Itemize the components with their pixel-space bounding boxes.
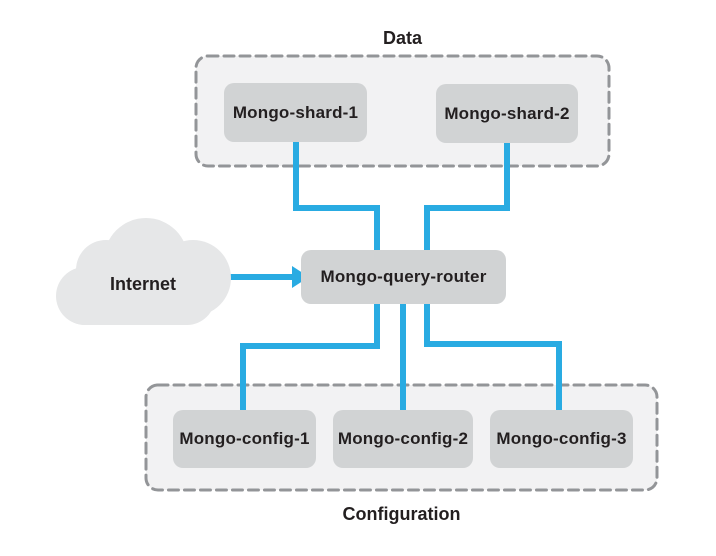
config-node-2: Mongo-config-2 — [333, 410, 473, 468]
configuration-group-label: Configuration — [342, 504, 461, 524]
data-group-label: Data — [382, 28, 422, 48]
shard-node-2: Mongo-shard-2 — [436, 84, 578, 143]
connector-router-config3 — [424, 298, 562, 414]
internet-cloud-icon — [56, 218, 231, 325]
query-router-node: Mongo-query-router — [301, 250, 506, 304]
connector-router-config1 — [240, 298, 380, 414]
connector-shard2-router — [424, 143, 510, 256]
shard-node-1: Mongo-shard-1 — [224, 83, 367, 142]
internet-label: Internet — [109, 274, 176, 294]
connector-shard1-router — [293, 141, 380, 256]
arrow-right-icon — [219, 266, 309, 288]
config-node-3: Mongo-config-3 — [490, 410, 633, 468]
config-node-1: Mongo-config-1 — [173, 410, 316, 468]
